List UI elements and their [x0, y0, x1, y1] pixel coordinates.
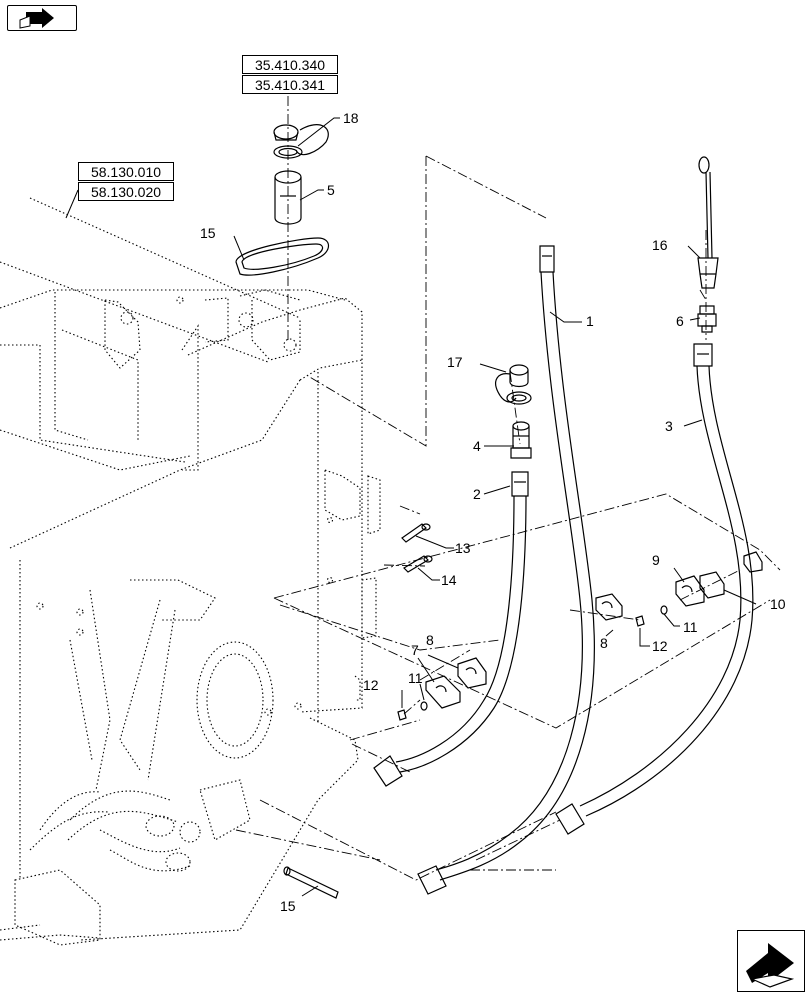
- callout-11-left: 11: [408, 670, 423, 686]
- next-page-arrow-icon: [746, 943, 795, 988]
- part-1-hose: [417, 245, 595, 895]
- callout-1: 1: [586, 313, 594, 329]
- callout-12-left: 12: [363, 677, 379, 693]
- part-16-dipstick: [697, 156, 719, 289]
- callout-17: 17: [447, 354, 463, 370]
- part-8-clamp-b: [595, 593, 623, 621]
- callout-16: 16: [652, 237, 668, 253]
- part-17-cap: [495, 364, 532, 405]
- previous-page-arrow-icon: [19, 8, 54, 29]
- part-14-bolt: [403, 555, 433, 573]
- part-15-pin: [283, 866, 339, 899]
- part-7-clamp: [425, 675, 461, 709]
- callout-15-pin: 15: [280, 898, 296, 914]
- callout-8-right: 8: [600, 635, 608, 651]
- part-12-nut: [397, 615, 645, 721]
- callout-2: 2: [473, 486, 481, 502]
- reference-box-35-410-340[interactable]: 35.410.340: [242, 55, 338, 74]
- callout-4: 4: [473, 438, 481, 454]
- callout-10: 10: [770, 596, 786, 612]
- reference-box-58-130-010[interactable]: 58.130.010: [78, 162, 174, 181]
- callout-11-right: 11: [683, 619, 698, 635]
- callout-9: 9: [652, 552, 660, 568]
- previous-page-button[interactable]: [7, 5, 77, 31]
- part-3-hose: [555, 343, 754, 835]
- next-page-button[interactable]: [737, 930, 805, 992]
- part-10-clamp: [699, 551, 763, 599]
- callout-8-left: 8: [426, 632, 434, 648]
- callout-13: 13: [455, 540, 471, 556]
- leader-lines: [233, 117, 757, 897]
- part-13-bolt: [401, 523, 431, 543]
- centre-lines: [235, 96, 781, 881]
- part-5-coupling: [274, 170, 302, 225]
- callout-18: 18: [343, 110, 359, 126]
- part-4-fitting: [510, 421, 532, 459]
- machine-frame: [0, 197, 381, 946]
- part-11-washer: [420, 605, 668, 711]
- callout-3: 3: [665, 418, 673, 434]
- callout-12-right: 12: [652, 638, 668, 654]
- callout-labels: 18 5 15 1 16 6 17 4 2 3 13 14 9 10 8 12 …: [200, 110, 786, 914]
- part-9-clamp: [675, 575, 705, 607]
- callout-6: 6: [676, 313, 684, 329]
- reference-box-35-410-341[interactable]: 35.410.341: [242, 75, 338, 94]
- callout-7: 7: [411, 642, 419, 658]
- part-2-hose: [373, 471, 529, 787]
- part-18-cap: [273, 124, 329, 159]
- callout-14: 14: [441, 572, 457, 588]
- part-6-nipple: [697, 305, 717, 333]
- part-8-clamp: [457, 657, 487, 689]
- part-15-seal: [235, 237, 330, 276]
- callout-15-seal: 15: [200, 225, 216, 241]
- reference-box-58-130-020[interactable]: 58.130.020: [78, 182, 174, 201]
- callout-5: 5: [327, 182, 335, 198]
